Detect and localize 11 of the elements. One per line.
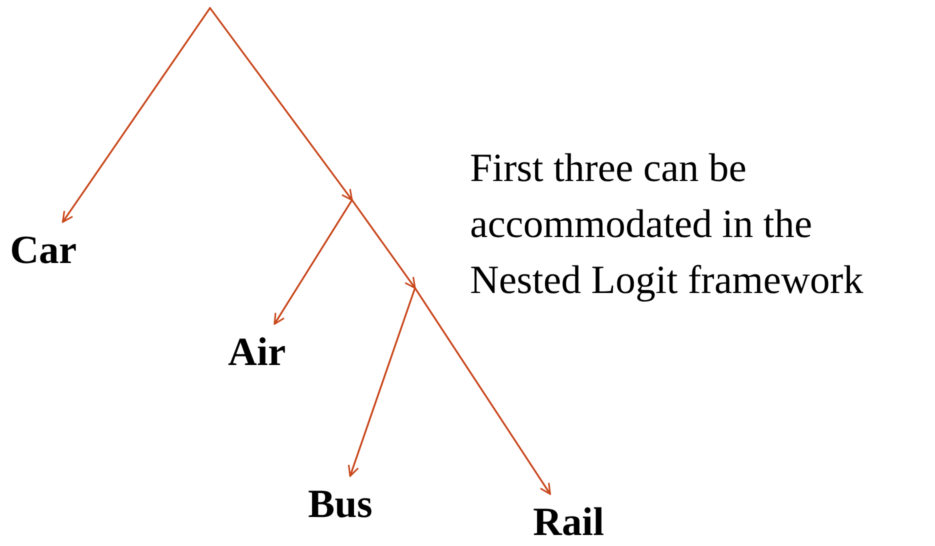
choice-label: Bus bbox=[308, 482, 372, 526]
arrow bbox=[348, 288, 416, 477]
choice-label: Air bbox=[228, 330, 286, 374]
arrow bbox=[351, 199, 416, 289]
arrow bbox=[209, 7, 353, 201]
arrow bbox=[414, 288, 551, 495]
choice-label: Car bbox=[10, 228, 77, 272]
choice-label: Rail bbox=[533, 500, 604, 544]
arrow bbox=[274, 200, 353, 325]
note-text: First three can be accommodated in the Nested Logit framework bbox=[470, 144, 864, 304]
arrow bbox=[62, 8, 211, 223]
